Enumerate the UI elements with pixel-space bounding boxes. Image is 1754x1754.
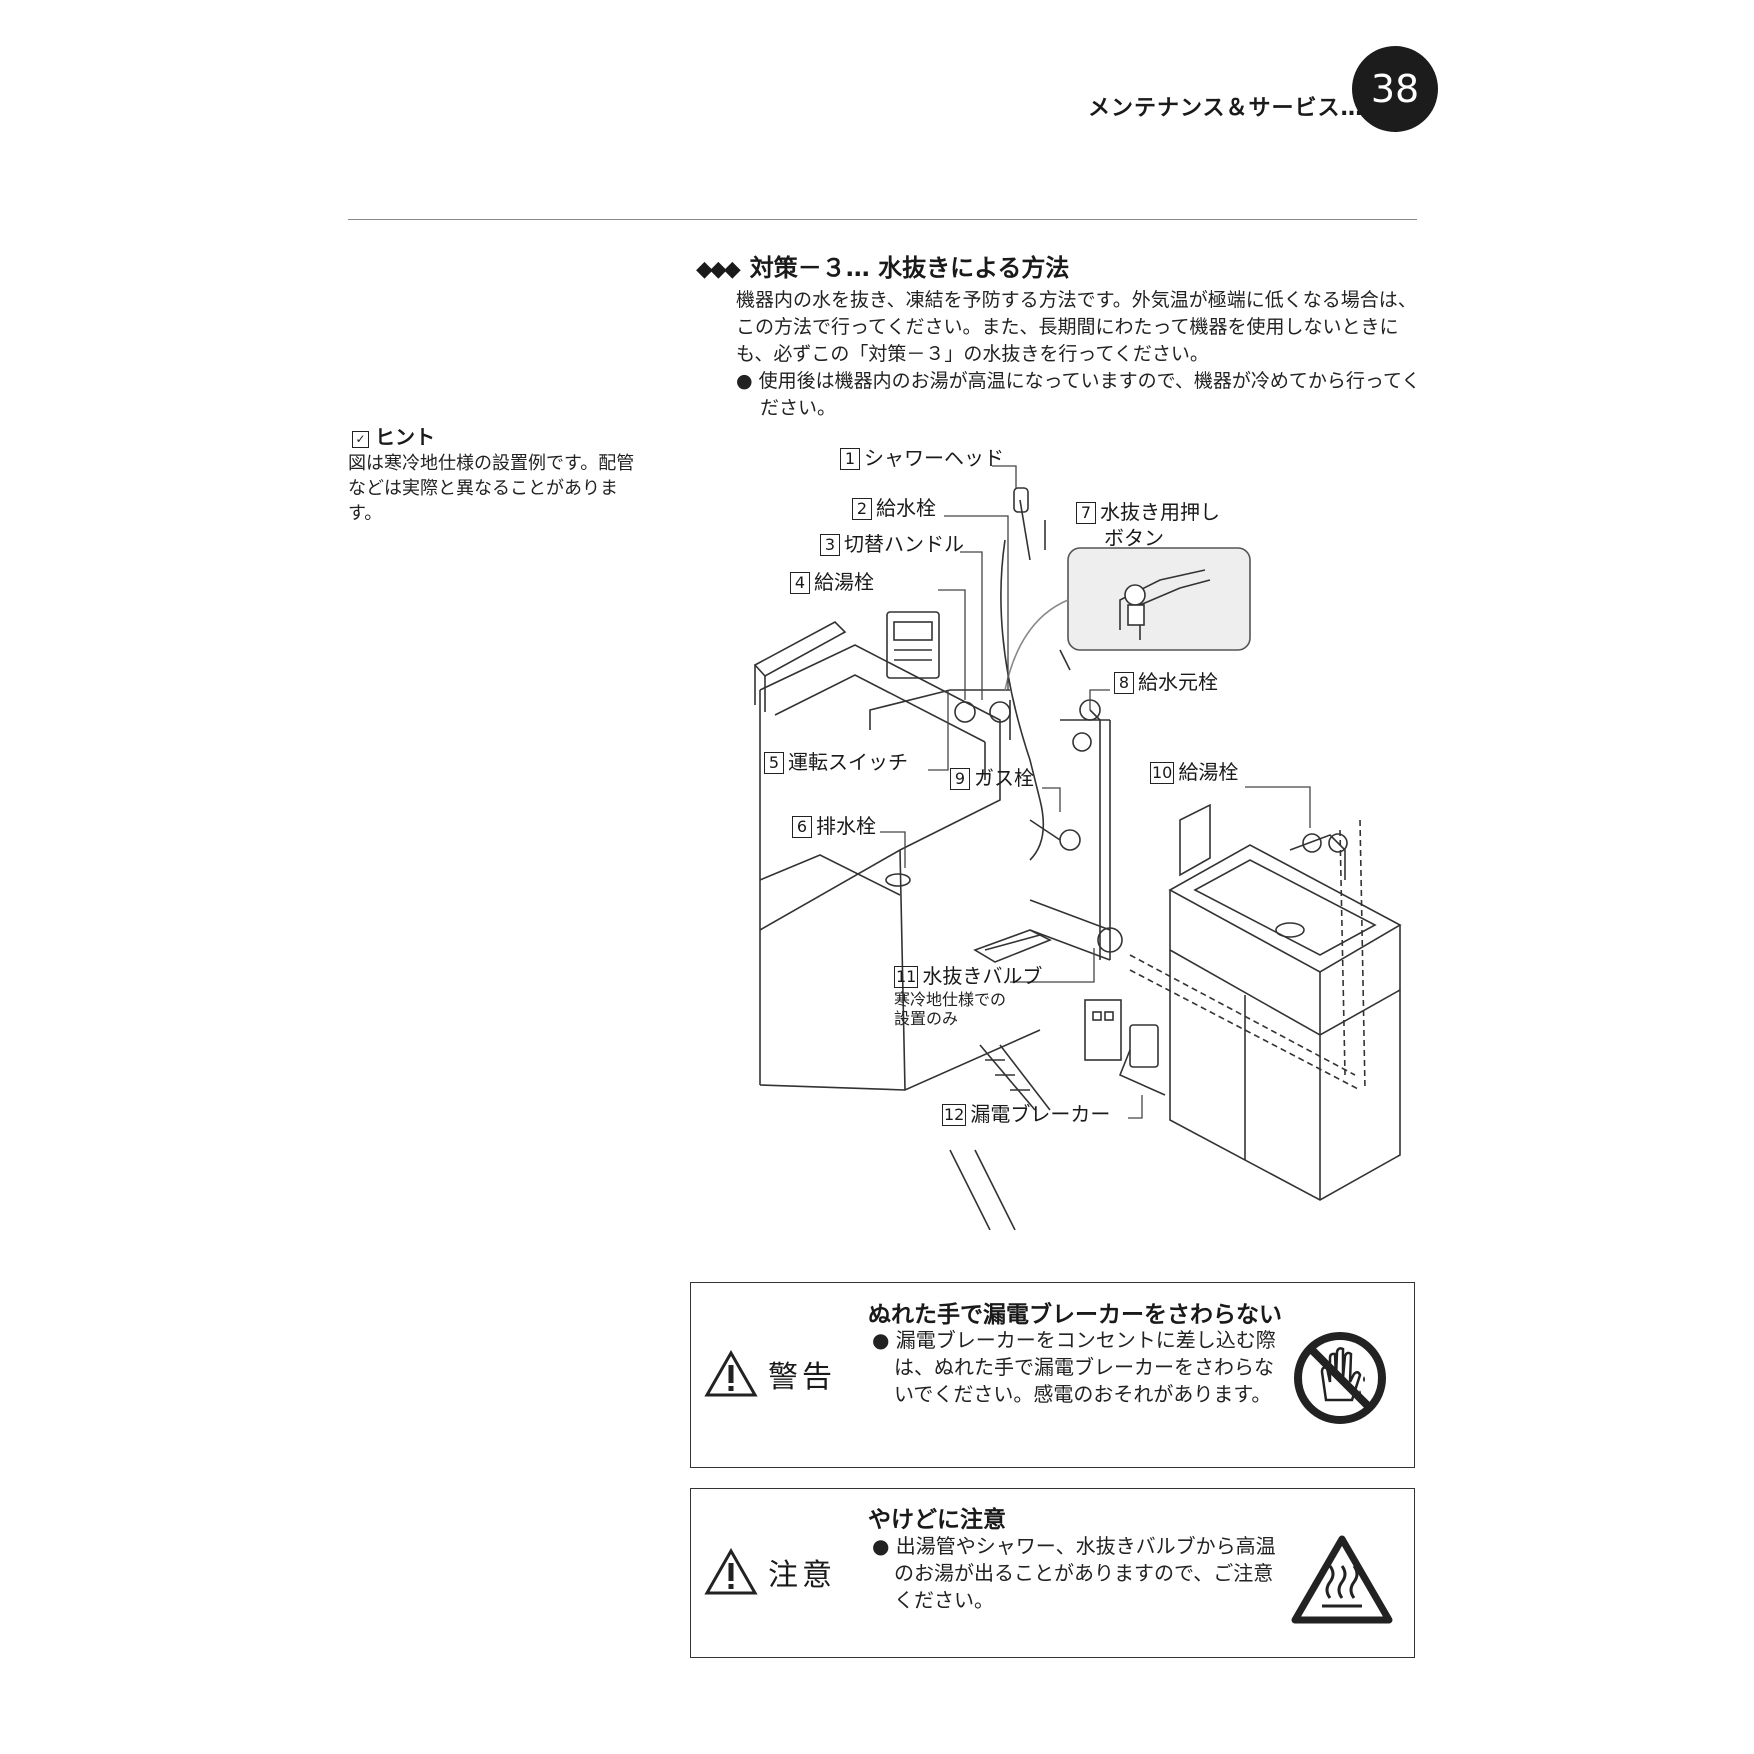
section-heading-text: 対策－３… 水抜きによる方法 — [749, 254, 1070, 282]
caution-title: 注意 — [704, 1548, 836, 1596]
bathroom-installation-diagram — [753, 465, 1402, 1230]
hint-heading: ✓ ヒント — [352, 421, 435, 450]
ladder-illustration — [949, 1044, 1051, 1230]
page-number: 38 — [1352, 46, 1438, 132]
section-heading: ◆◆◆ 対策－３… 水抜きによる方法 — [696, 248, 1069, 283]
leader-lines — [880, 465, 1311, 1119]
intro-line: 機器内の水を抜き、凍結を予防する方法です。外気温が極端に低くなる場合は、 — [736, 289, 1417, 311]
faucet-illustration — [869, 487, 1046, 861]
bath-panel-illustration — [753, 621, 847, 712]
no-wet-hands-icon — [1294, 1332, 1386, 1424]
caution-body: ● 出湯管やシャワー、水抜きバルブから高温のお湯が出ることがありますので、ご注意… — [872, 1534, 1276, 1612]
intro-text: 機器内の水を抜き、凍結を予防する方法です。外気温が極端に低くなる場合は、 この方… — [736, 287, 1426, 368]
label-drain-valve-note: 寒冷地仕様での 設置のみ — [894, 990, 1007, 1028]
breaker-illustration — [1084, 999, 1166, 1096]
intro-bullet: ● 使用後は機器内のお湯が高温になっていますので、機器が冷めてから行ってください… — [736, 370, 1421, 419]
hint-text: 図は寒冷地仕様の設置例です。配管などは実際と異なることがあります。 — [348, 453, 635, 524]
caution-box — [690, 1488, 1415, 1658]
warning-body: ● 漏電ブレーカーをコンセントに差し込む際は、ぬれた手で漏電ブレーカーをさわらな… — [872, 1328, 1276, 1406]
divider — [348, 219, 1417, 220]
warning-title: 警告 — [704, 1350, 836, 1398]
intro-line: も、必ずこの「対策－３」の水抜きを行ってください。 — [736, 343, 1209, 365]
intro-line: この方法で行ってください。また、長期間にわたって機器を使用しないときに — [736, 316, 1399, 338]
hint-title: ヒント — [375, 425, 435, 449]
sink-cabinet-illustration — [1129, 803, 1402, 1201]
hot-surface-icon — [1291, 1535, 1393, 1624]
caution-heading: やけどに注意 — [868, 1507, 1006, 1533]
diamond-icon: ◆◆◆ — [696, 257, 741, 282]
drain-button-callout — [1004, 547, 1251, 691]
pipe-illustration — [1029, 649, 1123, 961]
warning-triangle-icon — [704, 1350, 758, 1397]
caution-triangle-icon — [704, 1548, 758, 1595]
remote-control-illustration — [886, 611, 940, 679]
floor-drain-illustration — [973, 929, 1052, 963]
label-drain-button-line2: ボタン — [1104, 526, 1164, 550]
warning-box — [690, 1282, 1415, 1468]
checkbox-icon: ✓ — [352, 431, 369, 448]
bathtub-illustration — [759, 644, 1041, 1091]
warning-heading: ぬれた手で漏電ブレーカーをさわらない — [868, 1302, 1282, 1328]
